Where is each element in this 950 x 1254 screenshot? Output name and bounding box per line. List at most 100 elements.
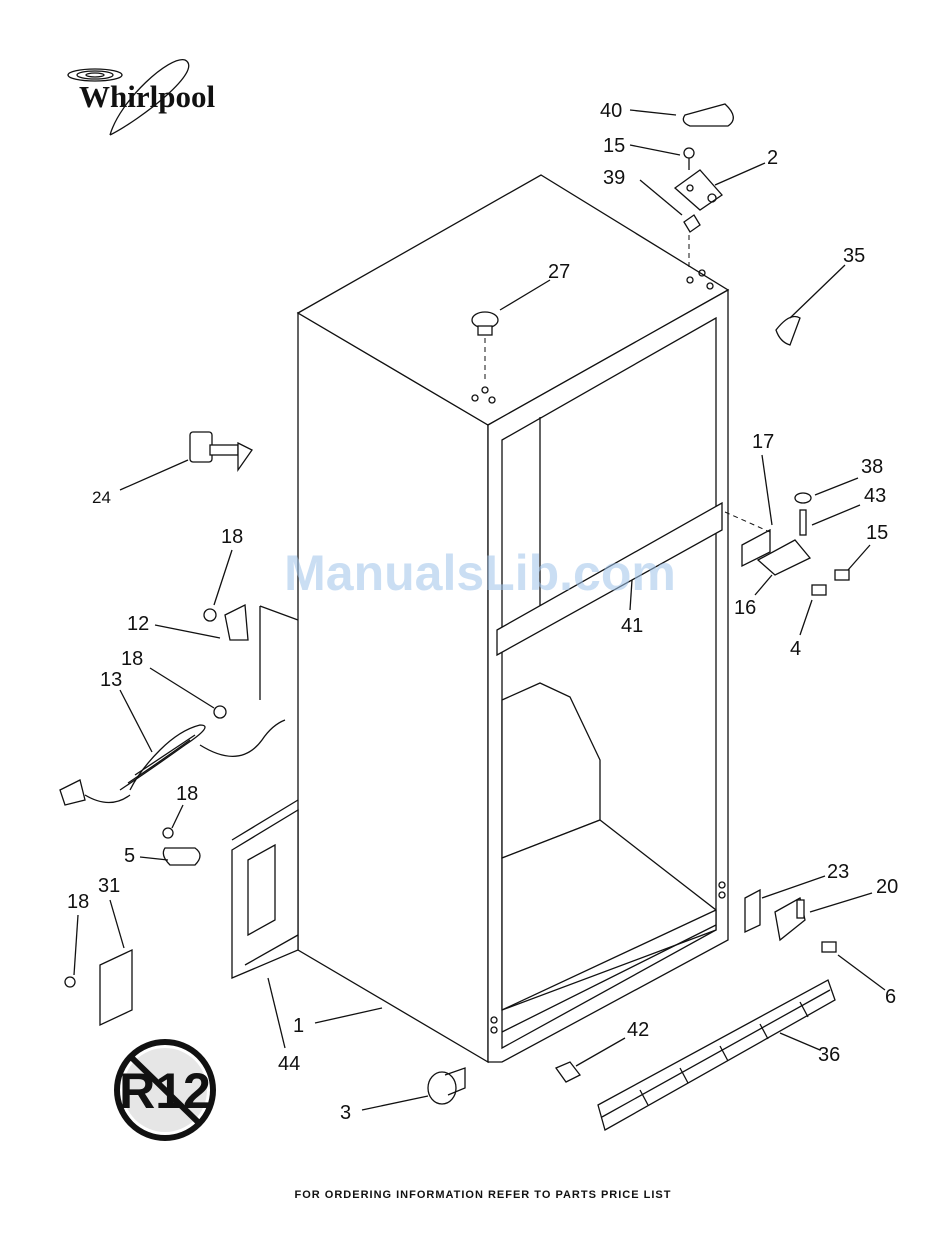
rear-access-panel xyxy=(232,800,298,978)
callout-40: 40 xyxy=(600,100,622,122)
hinge-trim-cap xyxy=(776,317,800,346)
power-cord-coil xyxy=(135,735,195,775)
cord-wire xyxy=(85,795,130,803)
leader-24 xyxy=(120,460,188,490)
callout-4: 4 xyxy=(790,638,801,660)
hinge-pin-center xyxy=(800,510,806,535)
callout-18d: 18 xyxy=(67,891,89,913)
leader-15a xyxy=(630,145,680,155)
hinge-bolt-a xyxy=(835,570,849,580)
center-hinge-dashed xyxy=(725,512,770,532)
leader-40 xyxy=(630,110,676,115)
leader-12 xyxy=(155,625,220,638)
no-r12-badge: R12 xyxy=(117,1042,213,1138)
roller-wheel xyxy=(428,1072,456,1104)
bottom-hinge-assembly xyxy=(745,890,836,952)
leader-35 xyxy=(790,265,845,318)
callout-18a: 18 xyxy=(221,526,243,548)
bottom-hinge-shim xyxy=(745,890,760,932)
stop-tip xyxy=(238,443,252,470)
callout-1: 1 xyxy=(293,1015,304,1037)
callout-6: 6 xyxy=(885,986,896,1008)
callout-44: 44 xyxy=(278,1053,300,1075)
callout-5: 5 xyxy=(124,845,135,867)
callout-27: 27 xyxy=(548,261,570,283)
callout-2: 2 xyxy=(767,147,778,169)
callout-42: 42 xyxy=(627,1019,649,1041)
leader-43 xyxy=(812,505,860,525)
leader-31 xyxy=(110,900,124,948)
leader-18d xyxy=(74,915,78,975)
cord-cover xyxy=(100,950,132,1025)
leader-17 xyxy=(762,455,772,525)
clip-screw xyxy=(204,609,216,621)
refrigerator-cabinet xyxy=(298,175,728,1062)
callout-41: 41 xyxy=(621,615,643,637)
leader-3 xyxy=(362,1096,428,1110)
callout-43: 43 xyxy=(864,485,886,507)
cabinet-side-panel xyxy=(298,313,488,1062)
grille-clip xyxy=(556,1062,580,1082)
leader-23 xyxy=(762,876,825,898)
leader-44 xyxy=(268,978,285,1048)
door-stop-part xyxy=(190,432,252,470)
callout-15a: 15 xyxy=(603,135,625,157)
logo-swirl-inner xyxy=(86,73,104,77)
leader-1 xyxy=(315,1008,382,1023)
cover-screw xyxy=(65,977,75,987)
hinge-screw xyxy=(684,148,694,158)
callout-38: 38 xyxy=(861,456,883,478)
callout-16: 16 xyxy=(734,597,756,619)
bottom-hinge-pin xyxy=(797,900,804,918)
grille-body xyxy=(598,980,835,1130)
leader-13 xyxy=(120,690,152,752)
hinge-cover xyxy=(683,104,733,126)
cord-clip xyxy=(225,605,248,640)
callout-12: 12 xyxy=(127,613,149,635)
leader-18a xyxy=(214,550,232,605)
center-hinge-assembly xyxy=(725,493,849,595)
leader-16 xyxy=(755,575,772,595)
leveling-roller xyxy=(428,1068,465,1104)
leader-2 xyxy=(715,163,765,185)
panel-cutout xyxy=(248,845,275,935)
leader-36 xyxy=(780,1033,820,1050)
callout-3: 3 xyxy=(340,1102,351,1124)
cord-wire xyxy=(260,606,298,620)
watermark: ManualsLib.com xyxy=(284,545,676,601)
bottom-hinge-screw xyxy=(822,942,836,952)
callout-24: 24 xyxy=(92,488,111,507)
callout-31: 31 xyxy=(98,875,120,897)
grille-louver xyxy=(602,990,830,1117)
callout-13: 13 xyxy=(100,669,122,691)
leader-42 xyxy=(576,1038,625,1066)
leader-18c xyxy=(172,805,183,828)
callout-36: 36 xyxy=(818,1044,840,1066)
plug-stem xyxy=(478,326,492,335)
callout-23: 23 xyxy=(827,861,849,883)
callout-18c: 18 xyxy=(176,783,198,805)
callout-18b: 18 xyxy=(121,648,143,670)
leader-15b xyxy=(848,545,870,570)
leader-6 xyxy=(838,955,885,990)
logo-wordmark: Whirlpool xyxy=(79,79,215,114)
power-plug xyxy=(60,780,85,805)
leader-20 xyxy=(810,893,872,912)
leader-39 xyxy=(640,180,682,215)
hinge-bolt-b xyxy=(812,585,826,595)
power-cord-coil xyxy=(128,740,190,783)
whirlpool-logo: Whirlpool xyxy=(68,60,215,135)
leader-4 xyxy=(800,600,812,635)
top-hinge xyxy=(675,170,722,210)
hinge-shim xyxy=(684,215,700,232)
stop-shaft xyxy=(210,445,238,455)
callout-20: 20 xyxy=(876,876,898,898)
clamp-screw xyxy=(163,828,173,838)
leader-38 xyxy=(815,478,858,495)
logo-swirl-mid xyxy=(77,71,113,79)
clip-screw xyxy=(214,706,226,718)
callout-39: 39 xyxy=(603,167,625,189)
leader-18b xyxy=(150,668,214,708)
